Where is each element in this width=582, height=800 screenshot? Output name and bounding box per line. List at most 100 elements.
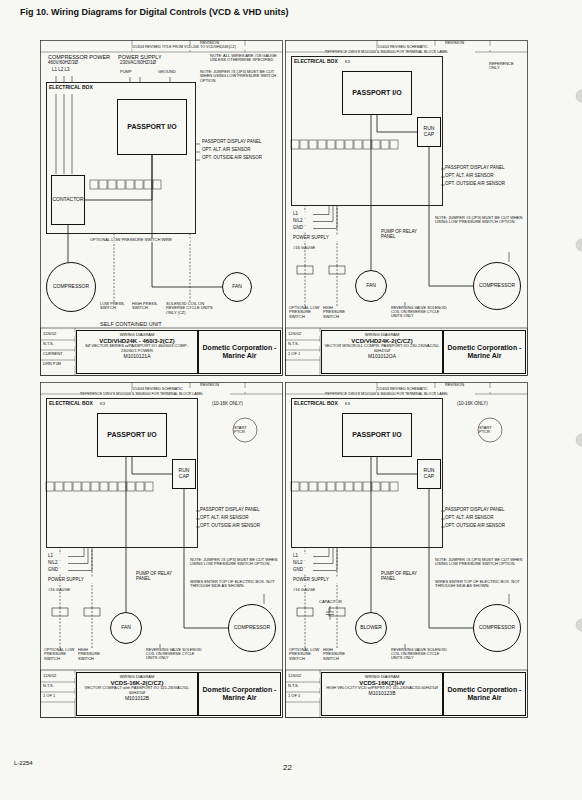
terminal (309, 140, 317, 149)
annotation-label: REVISION (200, 383, 240, 387)
node-text: RUN CAP (420, 126, 438, 138)
title-block: WIRING DIAGRAMVCDS-16K(Z)HVHIGH VELOCITY… (321, 672, 443, 716)
terminal (336, 482, 344, 491)
annotation-label: LOW PRESS. SWITCH (100, 302, 128, 311)
terminal (300, 140, 308, 149)
annotation-label: HIGH PRESSURE SWITCH (78, 648, 108, 661)
node-text: M101012B (125, 696, 149, 702)
node-text: 3Ø VECTOR SERIES w/PASSPORT I/O 460/60/3… (79, 344, 195, 353)
terminal (144, 180, 152, 189)
sensor-leads (196, 144, 200, 160)
terminal (108, 180, 116, 189)
terminal (46, 482, 54, 491)
motor-symbol: COMPRESSOR (46, 262, 96, 312)
node-text: M101012OA (368, 354, 396, 360)
annotation-label: REVISION (200, 41, 240, 45)
annotation-label: HIGH PRESSURE SWITCH (323, 648, 353, 661)
node-text: COMPRESSOR (53, 284, 89, 290)
title-block: WIRING DIAGRAMVCD/VHD24K - 460/3-2(CZ)3Ø… (76, 330, 198, 374)
node-text: ELECTRICAL BOX (294, 401, 338, 407)
terminal (99, 180, 107, 189)
node-text: ELECTRICAL BOX (49, 85, 93, 91)
terminal (117, 180, 125, 189)
title-block: WIRING DIAGRAMVCD/VHD24K-2(C/CZ)VECTOR W… (321, 330, 443, 374)
terminal (336, 140, 344, 149)
punch-hole (576, 619, 582, 631)
node-text: VCDS-16K-2(C/CZ) (110, 680, 163, 687)
capacitor-symbol (326, 606, 334, 620)
annotation-label: OPT. OUTSIDE AIR SENSOR (445, 524, 525, 529)
annotation-label: OPT. ALT. AIR SENSOR (200, 516, 280, 521)
terminal (363, 140, 371, 149)
annotation-label: WIRES ENTER TOP OF ELECTRIC BOX. NOT THR… (190, 580, 280, 589)
ptcr-symbol (233, 418, 257, 442)
terminal (135, 180, 143, 189)
electrical-box: ELECTRICAL BOX PASSPORT I/O RUN CAP (291, 56, 443, 206)
motor-symbol: BLOWER (355, 612, 387, 644)
node-text: VECTOR COMPACT with PASSPORT I/O 115-230… (79, 686, 195, 695)
panel-frame (285, 382, 528, 718)
node-text: RUN CAP (420, 468, 438, 480)
annotation-label: START PTCR (479, 426, 501, 435)
annotation-label: NOTE: JUMPER #3 (JP3) MUST BE CUT WHEN U… (435, 216, 525, 225)
panel-frame (40, 40, 283, 376)
terminal (136, 482, 144, 491)
node-text: PASSPORT I/O (352, 431, 401, 439)
node-text: PASSPORT I/O (107, 431, 156, 439)
wire-connector (152, 155, 222, 287)
node-text: M1010121A (124, 354, 151, 360)
terminal (354, 482, 362, 491)
annotation-label: 1/14/03 REVISED SCHEMATIC (132, 388, 280, 392)
terminal (127, 482, 135, 491)
electrical-box: ELECTRICAL BOXPASSPORT I/ORUN CAP (46, 398, 198, 548)
node-text: WIRING DIAGRAM (365, 675, 400, 680)
node-text: ELECTRICAL BOX (294, 59, 338, 65)
annotation-label: L1 (293, 212, 313, 217)
annotation-label: REFERENCE DWG'S M101006 & M408000 FOR TE… (325, 393, 475, 397)
annotation-label: WIRES ENTER TOP OF ELECTRIC BOX. NOT THR… (435, 580, 525, 589)
control-board: PASSPORT I/O (342, 71, 412, 115)
annotation-label: OPT. ALT. AIR SENSOR (202, 148, 280, 153)
node-text: BLOWER (360, 625, 382, 631)
annotation-label: #16 GAUGE (293, 588, 333, 592)
motor-symbol: FAN (110, 612, 142, 644)
wire-connector (68, 225, 69, 262)
annotation-label: OPT. ALT. AIR SENSOR (445, 174, 525, 179)
annotation-label: PASSPORT DISPLAY PANEL (202, 140, 280, 145)
annotation-label: 12/6/02 (288, 332, 320, 336)
annotation-label: N/L2 (48, 561, 68, 566)
annotation-label: REFERENCE DWG'S M101006 & M408000 FOR TE… (325, 51, 475, 55)
terminal (82, 482, 90, 491)
annotation-label: REVISION (445, 41, 485, 45)
wire-connector (371, 115, 372, 270)
node-text: Dometic Corporation - Marine Air (201, 344, 278, 360)
node-text: WIRING DIAGRAM (365, 333, 400, 338)
wire-connector (126, 457, 127, 612)
component-box: RUN CAP (172, 459, 196, 489)
annotation-label: (10-16K ONLY) (457, 402, 507, 407)
annotation-label: (10-16K ONLY) (212, 402, 262, 407)
annotation-label: #16 GAUGE (293, 246, 333, 250)
annotation-label: PUMP OF RELAY PANEL (381, 230, 421, 240)
component-box: CONTACTOR (51, 175, 85, 225)
annotation-label: REFERENCE ONLY (489, 62, 523, 71)
annotation-label: 230VAC/60HZ/1Ø (120, 61, 180, 66)
annotation-label: L1 L2 L3 (52, 68, 92, 73)
terminal (381, 140, 389, 149)
node-text: VECTOR W/SCROLL COMPR. PASSPORT I/O 230-… (324, 344, 440, 353)
terminal (100, 482, 108, 491)
annotation-label: N/L2 (293, 219, 313, 224)
wire-connector (132, 457, 172, 474)
terminal (390, 140, 398, 149)
node-text: RUN CAP (175, 468, 193, 480)
terminal (126, 180, 134, 189)
terminal (327, 482, 335, 491)
annotation-label: 1/14/03 REVISED SCHEMATIC (377, 388, 525, 392)
terminal (291, 140, 299, 149)
annotation-label: 460V/60HZ/3Ø (48, 61, 108, 66)
terminal (300, 482, 308, 491)
wire-connector (377, 457, 417, 474)
control-board: PASSPORT I/O (97, 413, 167, 457)
motor-symbol: COMPRESSOR (228, 604, 276, 652)
